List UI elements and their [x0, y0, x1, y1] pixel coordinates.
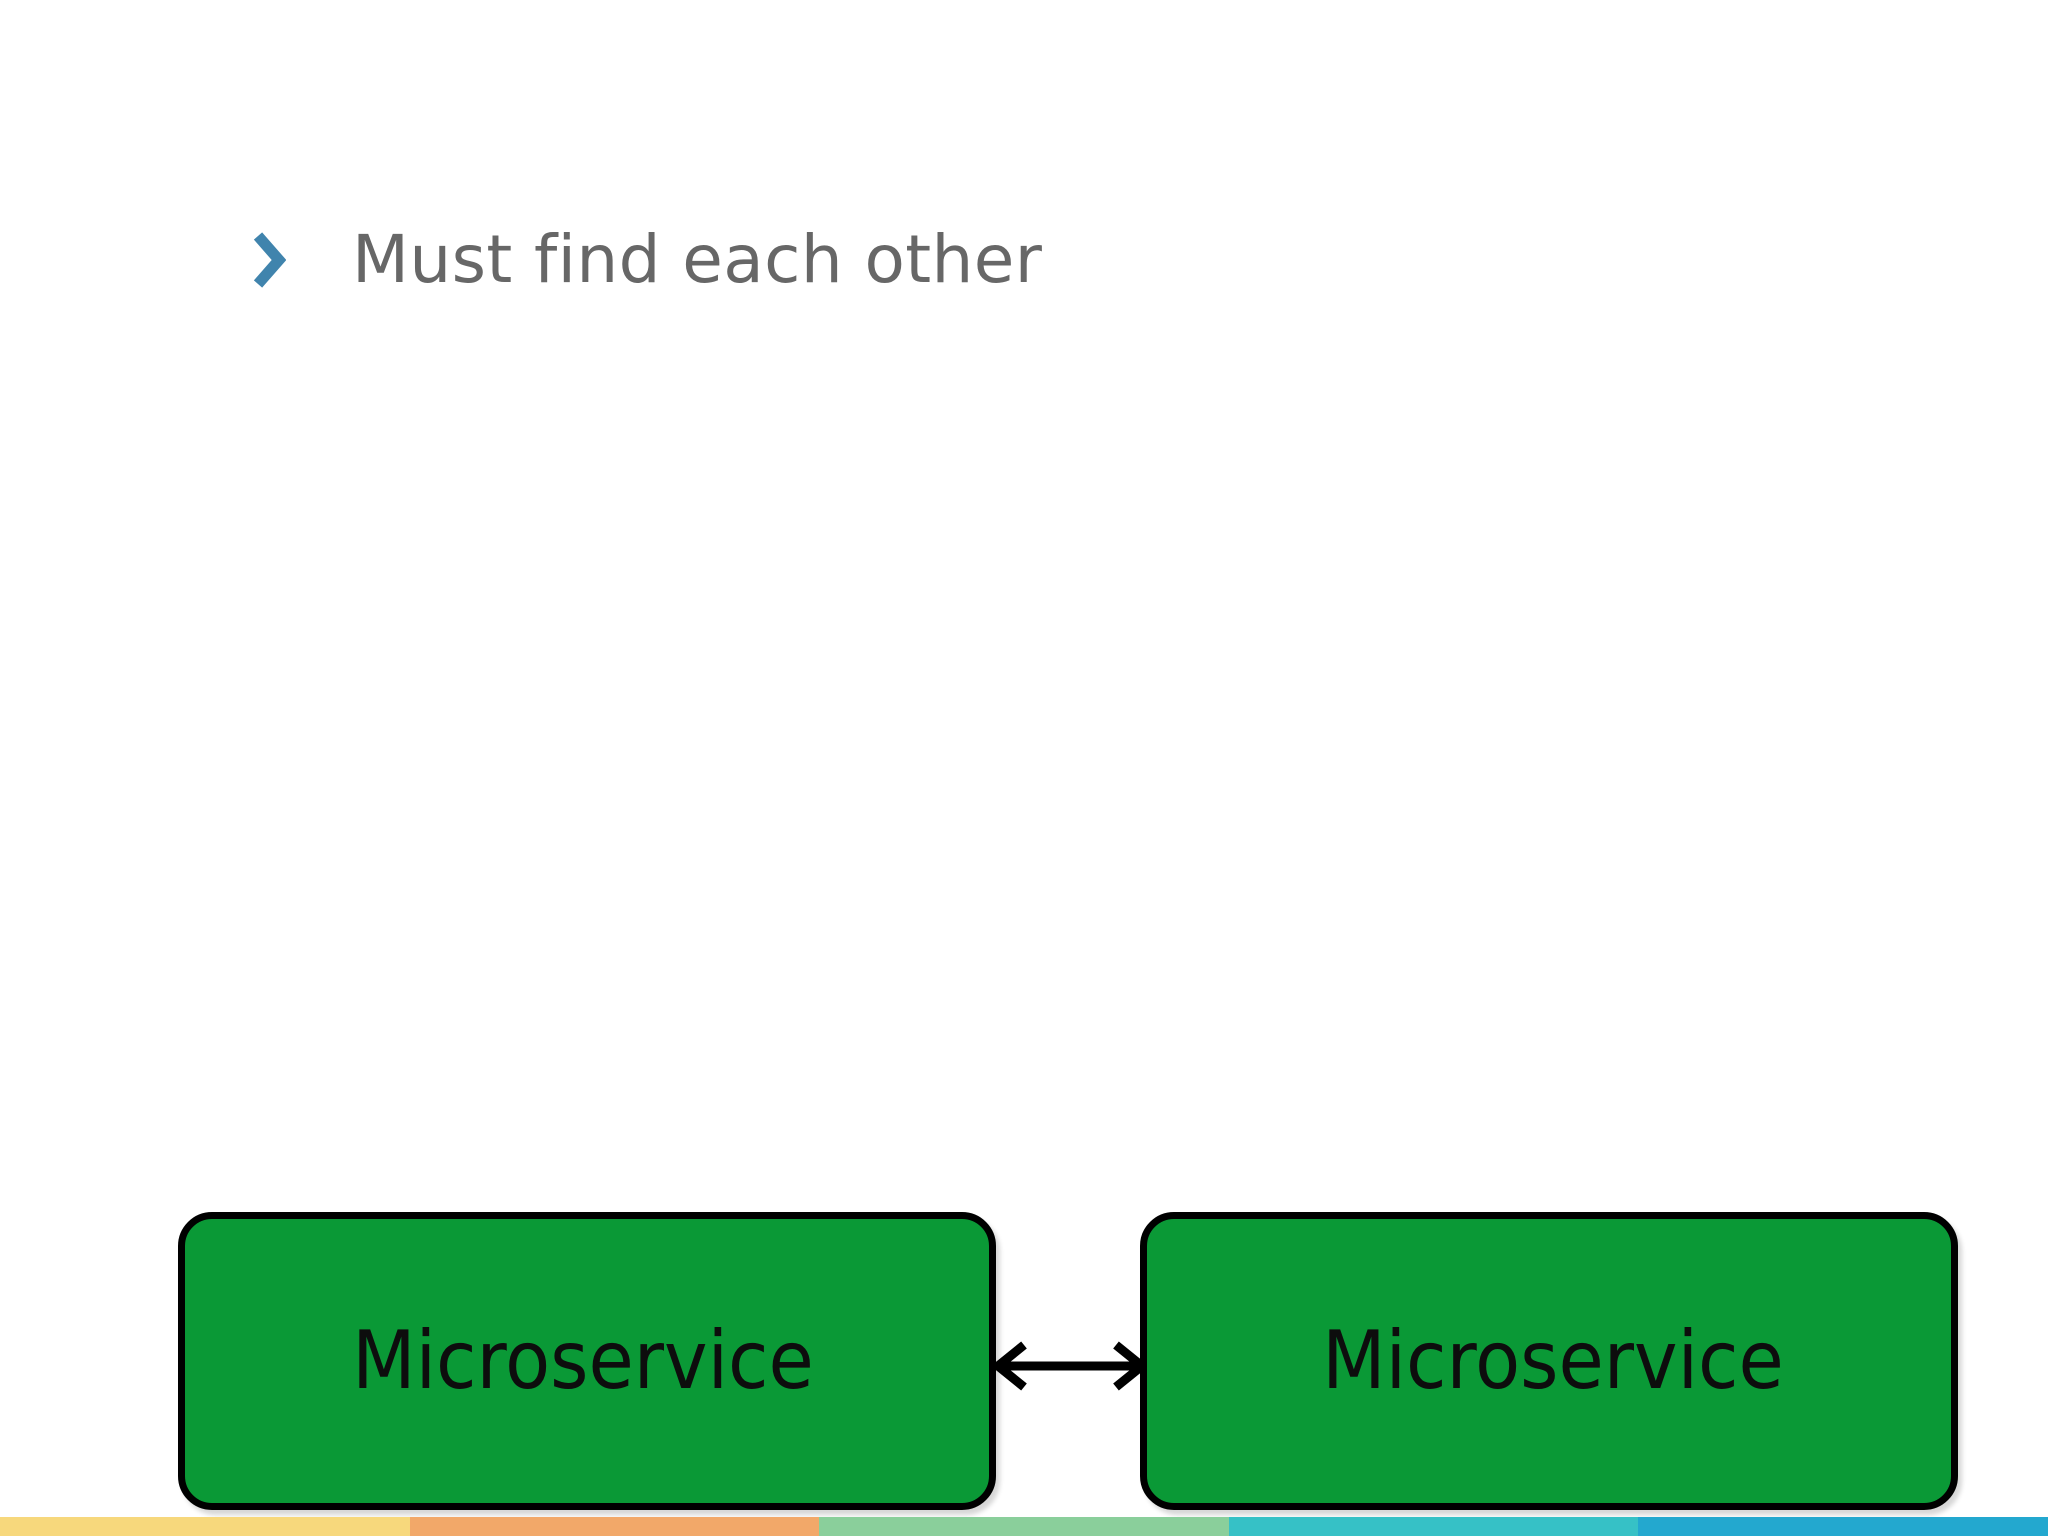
chevron-right-icon	[252, 230, 286, 290]
node-microservice-left[interactable]: Microservice	[178, 1212, 996, 1510]
footer-color-strip	[0, 1517, 2048, 1536]
node-label: Microservice	[1322, 1314, 1784, 1407]
segment-teal	[1228, 1517, 1639, 1536]
segment-yellow	[0, 1517, 410, 1536]
microservices-diagram: Microservice Microservice	[0, 1205, 2048, 1520]
bullet-item: Must find each other	[252, 205, 1042, 315]
segment-orange	[409, 1517, 820, 1536]
segment-green	[819, 1517, 1229, 1536]
segment-blue	[1638, 1517, 2048, 1536]
bullet-text: Must find each other	[352, 221, 1043, 298]
bidirectional-arrow-icon	[988, 1337, 1152, 1395]
node-label: Microservice	[352, 1314, 814, 1407]
node-microservice-right[interactable]: Microservice	[1140, 1212, 1958, 1510]
